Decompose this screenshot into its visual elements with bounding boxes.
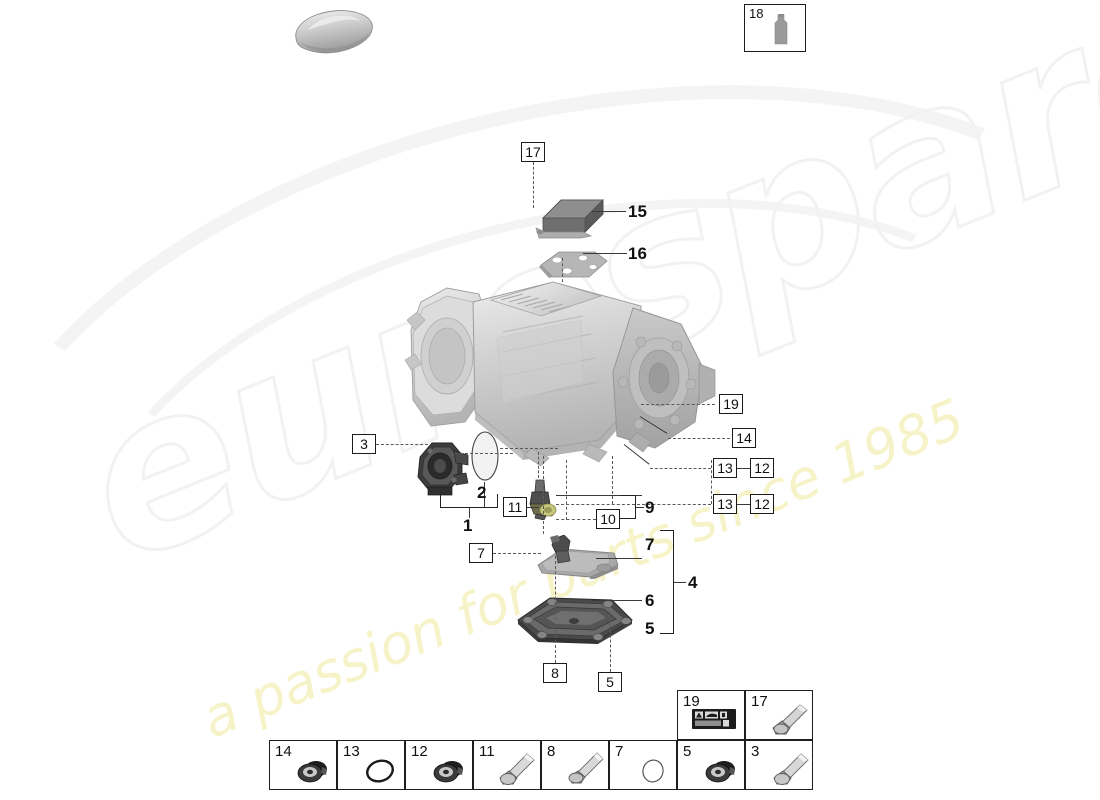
callout-num-7-right: 7: [645, 535, 655, 554]
legend-num-17: 17: [751, 693, 768, 710]
legend-cell-14[interactable]: 14: [269, 740, 337, 790]
leader-2-stem: [484, 482, 485, 508]
legend-cell-19[interactable]: 19: [677, 690, 745, 740]
leader-3: [376, 444, 428, 445]
callout-box-3[interactable]: 3: [352, 434, 376, 454]
callout-box-19[interactable]: 19: [719, 394, 743, 414]
bracket-9-stem: [636, 507, 644, 508]
car-silhouette-icon: [295, 10, 373, 54]
callout-box-14[interactable]: 14: [732, 428, 756, 448]
callout-num-5-right: 5: [645, 619, 655, 638]
legend-cell-12[interactable]: 12: [405, 740, 473, 790]
callout-num-9: 9: [645, 498, 655, 517]
legend-num-7: 7: [615, 743, 624, 760]
callout-box-8[interactable]: 8: [543, 663, 567, 683]
gasket-ring-icon: [642, 759, 664, 783]
leader-7-left: [493, 553, 541, 554]
leader-8-vertical: [555, 630, 556, 663]
legend-cell-13[interactable]: 13: [337, 740, 405, 790]
leader-16-vertical: [562, 258, 563, 298]
riser-sensor: [538, 452, 539, 478]
leader-2-left: [455, 453, 513, 454]
legend-cell-8[interactable]: 8: [541, 740, 609, 790]
leader-14: [668, 438, 730, 439]
hex-flange-bolt-icon: [499, 753, 535, 785]
legend-cell-17[interactable]: 17: [745, 690, 813, 740]
legend-num-19: 19: [683, 693, 700, 710]
callout-num-1: 1: [463, 516, 473, 535]
legend-cell-11[interactable]: 11: [473, 740, 541, 790]
callout-label-18: 18: [749, 6, 764, 21]
valve-body-art: [537, 535, 619, 579]
leader-10-top: [556, 495, 642, 496]
hex-flange-bolt-icon: [773, 753, 809, 785]
legend-num-8: 8: [547, 743, 556, 760]
riser-9: [612, 456, 613, 504]
hydraulic-pump-art: [417, 442, 469, 496]
callout-box-5-bottom[interactable]: 5: [598, 672, 622, 692]
leader-11: [527, 507, 539, 508]
leader-13a-to-12a: [737, 468, 750, 469]
bracket-4-stem: [674, 582, 686, 583]
leader-19: [641, 404, 715, 405]
callout-num-4: 4: [688, 573, 698, 592]
leader-16: [583, 253, 627, 254]
callout-num-16: 16: [628, 244, 647, 263]
leader-13b-riser: [711, 460, 712, 504]
hex-flange-bolt-icon: [772, 704, 808, 735]
legend-cell-5[interactable]: 5: [677, 740, 745, 790]
leader-17-vertical: [533, 162, 534, 208]
control-unit-art: [535, 199, 604, 239]
callout-box-12-lower[interactable]: 12: [750, 494, 774, 514]
callout-box-11[interactable]: 11: [503, 497, 527, 517]
gear-oil-bottle-icon: [774, 14, 788, 45]
legend-cell-3[interactable]: 3: [745, 740, 813, 790]
transmission-assembly-art: [404, 281, 716, 467]
leader-5-vertical: [610, 620, 611, 672]
o-ring-seal-icon: [366, 759, 394, 783]
legend-cell-7[interactable]: 7: [609, 740, 677, 790]
leader-6: [592, 600, 642, 601]
riser-valve-to-pan: [555, 556, 556, 620]
bracket-item-9: [620, 495, 636, 519]
rubber-mount-bushing-icon: [705, 761, 735, 783]
callout-num-6: 6: [645, 591, 655, 610]
leader-13b: [556, 504, 711, 505]
leader-15: [592, 211, 626, 212]
riser-10: [566, 460, 567, 520]
bracket-item-1: [440, 494, 498, 508]
o-ring-seal-art: [471, 431, 499, 481]
callout-num-2: 2: [477, 483, 487, 502]
hex-flange-bolt-icon: [568, 752, 604, 784]
legend-num-3: 3: [751, 743, 760, 760]
bracket-1-stem: [469, 508, 470, 518]
callout-box-17[interactable]: 17: [521, 142, 545, 162]
legend-num-11: 11: [479, 743, 495, 760]
callout-box-7[interactable]: 7: [469, 543, 493, 563]
warning-label-sticker-icon: [692, 709, 736, 729]
rubber-mount-bushing-icon: [433, 761, 463, 783]
leader-13b-to-12b: [737, 504, 750, 505]
legend-num-12: 12: [411, 743, 428, 760]
rubber-mount-bushing-icon: [297, 761, 327, 783]
bracket-item-4: [660, 530, 674, 634]
leader-7-right: [596, 558, 642, 559]
legend-num-13: 13: [343, 743, 360, 760]
callout-box-13-upper[interactable]: 13: [713, 458, 737, 478]
riser-pan-top: [543, 456, 544, 534]
callout-box-18-oil[interactable]: 18: [744, 4, 806, 52]
callout-num-15: 15: [628, 202, 647, 221]
legend-num-14: 14: [275, 743, 292, 760]
oil-sump-pan-art: [517, 597, 633, 644]
leader-13a: [650, 468, 711, 469]
callout-box-10[interactable]: 10: [596, 509, 620, 529]
leader-10: [556, 519, 596, 520]
leader-2-right: [500, 448, 558, 449]
callout-box-13-lower[interactable]: 13: [713, 494, 737, 514]
callout-box-12-upper[interactable]: 12: [750, 458, 774, 478]
legend-num-5: 5: [683, 743, 692, 760]
